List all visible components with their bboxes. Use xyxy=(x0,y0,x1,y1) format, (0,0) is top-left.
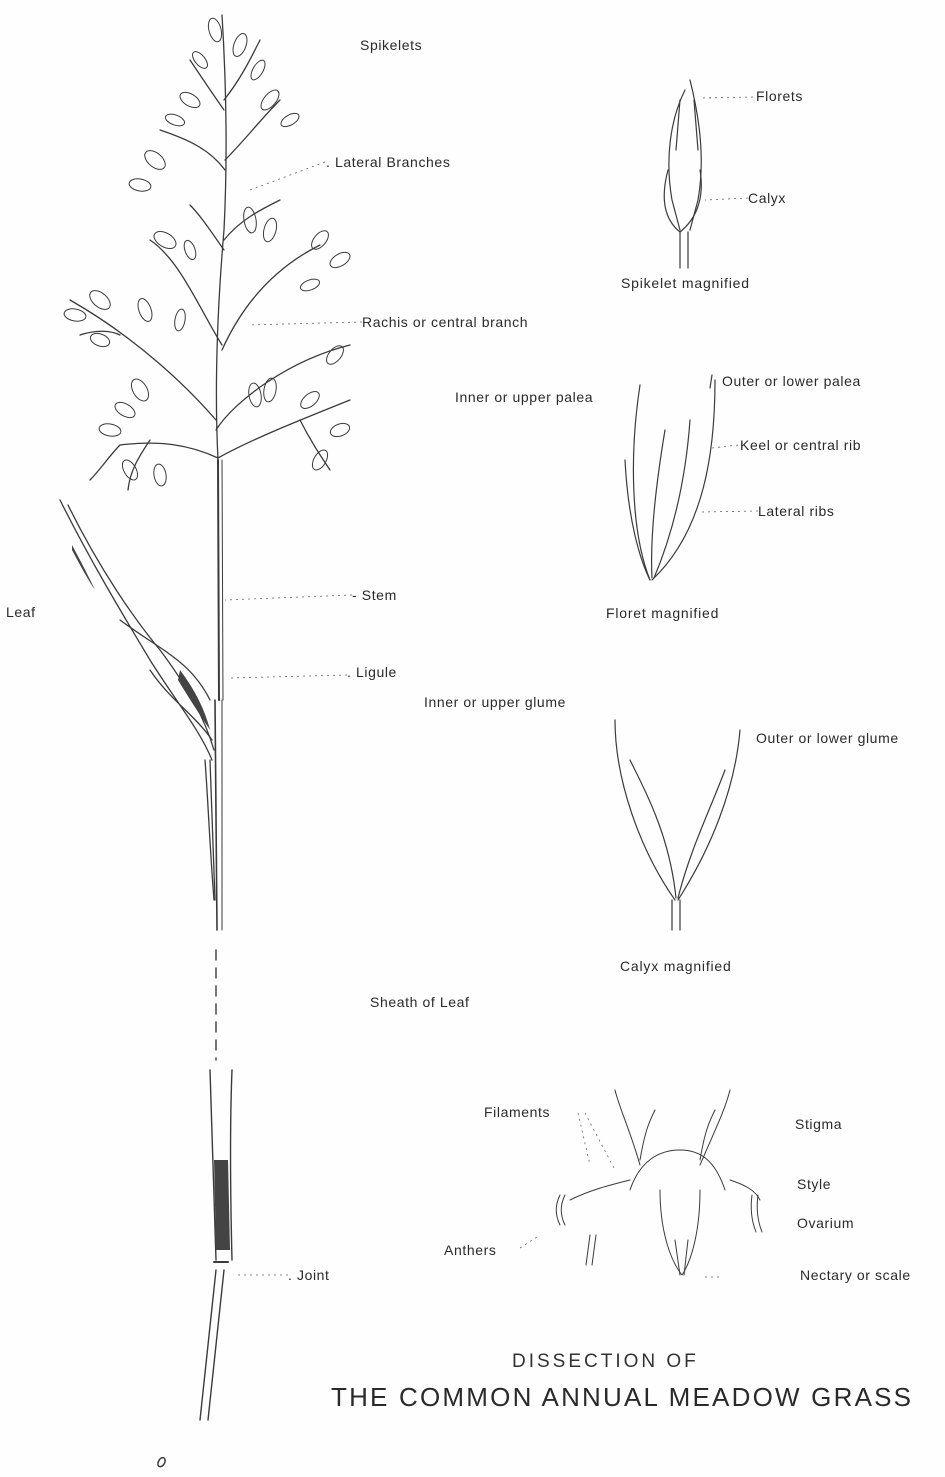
stray-mark xyxy=(158,1458,165,1467)
label-florets: Florets xyxy=(756,88,803,104)
sheath-drawing xyxy=(200,1070,232,1420)
caption-calyx-magnified: Calyx magnified xyxy=(620,958,732,974)
caption-spikelet-magnified: Spikelet magnified xyxy=(621,275,750,291)
label-lateral-branches: . Lateral Branches xyxy=(326,154,450,170)
plate-title-line1: DISSECTION OF xyxy=(512,1351,699,1373)
label-leaf: Leaf xyxy=(6,604,36,620)
label-outer-lower-glume: Outer or lower glume xyxy=(756,730,899,746)
spikelet-magnified-drawing xyxy=(664,80,701,268)
label-inner-upper-palea: Inner or upper palea xyxy=(455,389,593,405)
main-plant-drawing xyxy=(60,15,353,1420)
label-outer-lower-palea: Outer or lower palea xyxy=(722,373,861,389)
label-ligule: . Ligule xyxy=(347,664,397,680)
label-style: Style xyxy=(797,1176,831,1192)
label-keel: Keel or central rib xyxy=(740,437,861,453)
label-stigma: Stigma xyxy=(795,1116,842,1132)
label-calyx: Calyx xyxy=(748,190,786,206)
label-inner-upper-glume: Inner or upper glume xyxy=(424,694,566,710)
label-rachis: Rachis or central branch xyxy=(362,314,528,330)
leaf-drawing xyxy=(60,500,215,900)
label-spikelets: Spikelets xyxy=(360,37,422,53)
label-filaments: Filaments xyxy=(484,1104,550,1120)
caption-floret-magnified: Floret magnified xyxy=(606,605,719,621)
label-stem: - Stem xyxy=(352,587,397,603)
label-sheath: Sheath of Leaf xyxy=(370,994,469,1010)
label-nectary: Nectary or scale xyxy=(800,1267,911,1283)
label-anthers: Anthers xyxy=(444,1242,496,1258)
label-ovarium: Ovarium xyxy=(797,1215,854,1231)
flower-parts-drawing xyxy=(556,1090,762,1275)
plate-title-line2: THE COMMON ANNUAL MEADOW GRASS xyxy=(331,1382,913,1413)
label-joint: . Joint xyxy=(288,1267,330,1283)
floret-magnified-drawing xyxy=(625,375,715,580)
stem-drawing xyxy=(215,460,223,1060)
label-lateral-ribs: Lateral ribs xyxy=(758,503,834,519)
panicle-branches xyxy=(70,15,350,490)
leader-lines xyxy=(225,97,758,1277)
calyx-magnified-drawing xyxy=(615,720,740,930)
